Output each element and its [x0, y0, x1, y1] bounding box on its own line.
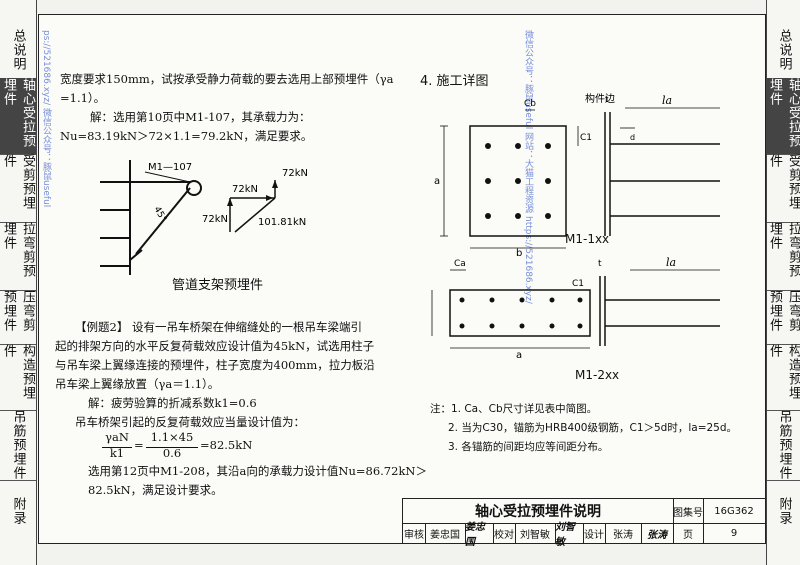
pipe-support-figure: M1—107 45° 72kN 72kN 72kN 101.81kN	[100, 160, 308, 275]
formula-equals: =	[134, 438, 144, 452]
dim-a-wide: a	[516, 350, 522, 361]
left-tab-tension-bending-shear[interactable]: 拉弯剪预埋件	[0, 222, 36, 291]
designer-signature: 张涛	[641, 523, 674, 543]
page-number: 9	[730, 527, 738, 539]
left-tab-shear[interactable]: 受剪预埋件	[0, 154, 36, 223]
example2-line2: 起的排架方向的水平反复荷载效应设计值为45kN，试选用柱子	[55, 339, 375, 353]
problem-text-line2: =1.1）。	[60, 91, 106, 105]
m1-2xx-figure: Ca a b t la C1	[430, 256, 720, 361]
review-label: 审核	[403, 523, 426, 543]
example2-line3: 与吊车梁上翼缘连接的预埋件，柱子宽度为400mm，拉力板沿	[55, 358, 375, 372]
dim-la-wide: la	[666, 256, 676, 269]
right-tab-general[interactable]: 总说明	[767, 22, 800, 79]
right-tab-bar: 总说明 轴心受拉预埋件 受剪预埋件 拉弯剪预埋件 压弯剪预埋件 构造预埋件 吊筋…	[766, 0, 800, 565]
atlas-number: 16G362	[703, 499, 765, 524]
diagonal-brace	[135, 187, 191, 255]
edge-label: 构件边	[585, 92, 615, 105]
dim-ca-wide: Ca	[454, 259, 466, 269]
m1-1xx-figure: a b Cb C1 构件边 t la d	[434, 92, 720, 258]
page-label: 页	[673, 523, 704, 543]
formula: γaN k1 = 1.1×45 0.6 =82.5kN	[102, 430, 292, 460]
note-1: 注：1. Ca、Cb尺寸详见表中简图。	[430, 403, 598, 415]
problem-text-line1: 宽度要求150mm，试按承受静力荷载的要去选用上部预埋件（γa	[60, 72, 394, 86]
solution2-line2: 吊车桥架引起的反复荷载效应当量设计值为：	[75, 415, 305, 429]
left-tab-compression-bending-shear[interactable]: 压弯剪预埋件	[0, 290, 36, 345]
left-tab-hanging-bar[interactable]: 吊筋预埋件	[0, 410, 36, 481]
dim-c1-wide: C1	[572, 279, 584, 289]
pipe-circle	[186, 180, 202, 196]
angle-label: 45°	[151, 205, 168, 224]
plate-wide	[449, 289, 591, 337]
formula-bar	[146, 447, 198, 448]
dim-cb-front: Cb	[524, 99, 536, 109]
note-2: 2. 当为C30，锚筋为HRB400级钢筋，C1＞5d时，la=25d。	[448, 422, 738, 434]
dim-a-front: a	[434, 176, 440, 187]
formula-numerator: 1.1×45	[150, 430, 194, 444]
watermark-middle: 微信公众号：豚鼠useful 网站：大猫工程资源 https://521686.…	[523, 30, 533, 304]
formula-lhs-bar	[102, 447, 132, 448]
dim-d-side: d	[630, 133, 635, 142]
solution2-line4: 82.5kN，满足设计要求。	[88, 483, 223, 497]
left-tab-constructional[interactable]: 构造预埋件	[0, 344, 36, 411]
reviewer-name: 姜忠国	[425, 523, 466, 543]
check-label: 校对	[493, 523, 516, 543]
right-tab-axial-tension[interactable]: 轴心受拉预埋件	[767, 78, 800, 155]
left-tab-general[interactable]: 总说明	[0, 22, 36, 79]
right-tab-shear[interactable]: 受剪预埋件	[767, 154, 800, 223]
dim-t-wide: t	[598, 259, 602, 269]
formula-result: =82.5kN	[200, 438, 253, 452]
example2-line4: 吊车梁上翼缘放置（γa＝1.1）。	[55, 377, 220, 391]
atlas-label: 图集号	[673, 499, 704, 524]
note-3: 3. 各锚筋的间距均应等间距分布。	[448, 441, 609, 453]
reviewer-signature: 姜忠国	[465, 522, 494, 548]
m1-107-label: M1—107	[148, 162, 192, 173]
anchor-holes-wide	[459, 297, 583, 329]
dim-c1-front: C1	[580, 133, 592, 143]
watermark-left: ps://521686.xyz/ 微信公众号：豚鼠useful	[41, 30, 51, 208]
drawing-frame	[38, 14, 766, 544]
design-label: 设计	[583, 523, 606, 543]
right-tab-hanging-bar[interactable]: 吊筋预埋件	[767, 410, 800, 481]
left-tab-axial-tension[interactable]: 轴心受拉预埋件	[0, 78, 36, 155]
example2-line1: 【例题2】 设有一吊车桥架在伸缩缝处的一根吊车梁端引	[75, 320, 362, 334]
right-tab-appendix[interactable]: 附录	[776, 497, 792, 525]
right-tab-constructional[interactable]: 构造预埋件	[767, 344, 800, 411]
force-72-top: 72kN	[282, 168, 308, 179]
left-tab-appendix[interactable]: 附录	[10, 497, 26, 525]
force-72-left: 72kN	[202, 214, 228, 225]
formula-lhs-denominator: k1	[109, 446, 125, 460]
formula-denominator: 0.6	[162, 446, 182, 460]
force-72-mid: 72kN	[232, 184, 258, 195]
checker-name: 刘智敏	[515, 523, 556, 543]
checker-signature: 刘智敏	[555, 522, 584, 548]
plate-front	[469, 125, 567, 237]
anchor-holes	[485, 143, 551, 219]
right-tab-compression-bending-shear[interactable]: 压弯剪预埋件	[767, 290, 800, 345]
title-block: 轴心受拉预埋件说明 图集号 16G362 审核 姜忠国 姜忠国 校对 刘智敏 刘…	[402, 498, 766, 548]
left-tab-bar: 总说明 轴心受拉预埋件 受剪预埋件 拉弯剪预埋件 压弯剪预埋件 构造预埋件 吊筋…	[0, 0, 37, 565]
title-block-title: 轴心受拉预埋件说明	[403, 499, 674, 524]
designer-name: 张涛	[605, 523, 642, 543]
m1-1xx-caption: M1-1xx	[565, 232, 610, 246]
formula-lhs-numerator: γaN	[105, 430, 129, 444]
solution2-line3: 选用第12页中M1-208，其沿a向的承载力设计值Nu=86.72kN＞	[88, 464, 427, 478]
force-101: 101.81kN	[258, 217, 306, 228]
right-tab-tension-bending-shear[interactable]: 拉弯剪预埋件	[767, 222, 800, 291]
dim-b-front: b	[516, 248, 522, 258]
pipe-support-caption: 管道支架预埋件	[172, 278, 264, 293]
section-title: 4. 施工详图	[420, 74, 489, 89]
solution1-line1: 解：选用第10页中M1-107，其承载力为：	[90, 110, 311, 124]
dim-la-side: la	[662, 94, 672, 107]
dim-t-side: t	[605, 95, 609, 105]
solution2-line1: 解：疲劳验算的折减系数k1=0.6	[88, 396, 257, 410]
solution1-line2: Nu=83.19kN＞72×1.1=79.2kN，满足要求。	[60, 129, 313, 143]
m1-2xx-caption: M1-2xx	[575, 368, 620, 382]
